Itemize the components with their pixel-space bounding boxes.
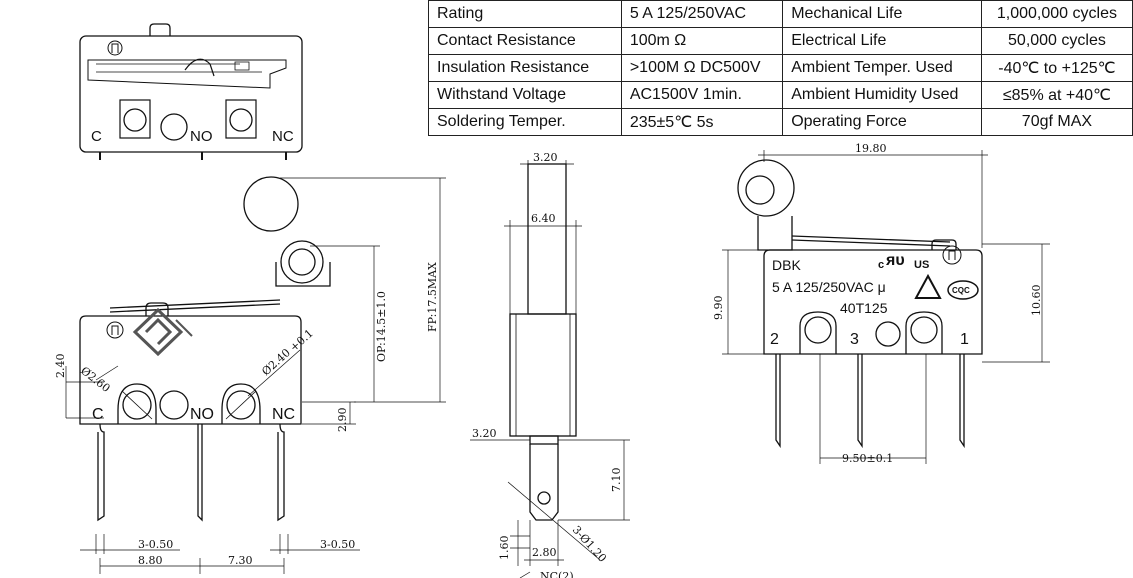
terminal-1-label: 1 — [960, 331, 969, 348]
dim-3-0-50-right: 3-0.50 — [320, 538, 355, 551]
terminal-c-label: C — [92, 406, 104, 423]
front-view: C NO NC 2.40 Ø2.60 Ø2.40 +0.1 2.90 OP:14… — [54, 176, 446, 574]
spec-cell-v2: 50,000 cycles — [980, 27, 1133, 55]
dim-3-20-top: 3.20 — [533, 151, 558, 164]
spec-cell-v2: ≤85% at +40℃ — [980, 81, 1133, 109]
spec-cell-v2: 1,000,000 cycles — [980, 0, 1133, 28]
dim-7-10: 7.10 — [610, 468, 623, 493]
terminal-2-label: 2 — [770, 331, 779, 348]
dim-dia-1-20: 3-Ø1.20 — [570, 523, 609, 565]
spec-cell-v2: 70gf MAX — [980, 108, 1133, 136]
cqc-label: CQC — [952, 286, 970, 295]
top-terminal-nc-label: NC — [272, 128, 294, 145]
cqc-mark-icon — [947, 280, 979, 300]
top-terminal-c-label: C — [91, 128, 102, 145]
ul-us-label: US — [914, 259, 929, 271]
terminal-no-label: NO — [190, 406, 214, 423]
code-label: 40T125 — [840, 300, 888, 316]
dim-19-80: 19.80 — [855, 142, 887, 155]
dim-3-20-bottom: 3.20 — [472, 427, 497, 440]
dim-2-40: 2.40 — [54, 354, 67, 379]
dim-2-90: 2.90 — [336, 408, 349, 433]
dim-dia-2-60: Ø2.60 — [78, 364, 112, 395]
spec-cell-k1: Soldering Temper. — [428, 108, 622, 136]
spec-cell-k2: Electrical Life — [782, 27, 982, 55]
spec-cell-k1: Withstand Voltage — [428, 81, 622, 109]
spec-cell-v1: 100m Ω — [620, 27, 784, 55]
terminal-3-label: 3 — [850, 331, 859, 348]
warning-triangle-icon — [914, 273, 942, 299]
dim-9-90: 9.90 — [712, 296, 725, 321]
dim-3-0-50-left: 3-0.50 — [138, 538, 173, 551]
spec-cell-k2: Ambient Humidity Used — [782, 81, 982, 109]
brand-logo — [132, 307, 193, 357]
roller-op-position — [243, 176, 299, 232]
spec-cell-k1: Insulation Resistance — [428, 54, 622, 82]
dim-9-50: 9.50±0.1 — [842, 452, 893, 465]
ul-c-label: c — [878, 259, 884, 271]
spec-cell-k2: Ambient Temper. Used — [782, 54, 982, 82]
polarity-icon-right — [942, 245, 962, 265]
terminal-nc-label: NC — [272, 406, 295, 423]
spec-cell-v1: 5 A 125/250VAC — [620, 0, 784, 28]
dim-6-40: 6.40 — [531, 212, 556, 225]
rating-label: 5 A 125/250VAC μ — [772, 279, 886, 295]
spec-cell-v1: AC1500V 1min. — [620, 81, 784, 109]
spec-cell-v1: >100M Ω DC500V — [620, 54, 784, 82]
dim-dia-2-40: Ø2.40 — [259, 346, 293, 378]
dim-7-30: 7.30 — [228, 554, 253, 567]
brand-label: DBK — [772, 257, 801, 273]
top-terminal-no-label: NO — [190, 128, 213, 145]
spec-cell-k1: Rating — [428, 0, 622, 28]
dim-1-60: 1.60 — [498, 536, 511, 561]
spec-cell-v2: -40℃ to +125℃ — [980, 54, 1133, 82]
dim-fp: FP:17.5MAX — [426, 262, 439, 332]
dim-10-60: 10.60 — [1030, 285, 1043, 317]
right-view: DBK 5 A 125/250VAC μ 40T125 c ᴙᴜ US CQC … — [712, 142, 1050, 465]
side-view: 3.20 6.40 3.20 7.10 1.60 2.80 3-Ø1.20 NC… — [470, 151, 630, 578]
spec-cell-v1: 235±5℃ 5s — [620, 108, 784, 136]
dim-2-80: 2.80 — [532, 546, 557, 559]
dim-8-80: 8.80 — [138, 554, 163, 567]
spec-cell-k2: Operating Force — [782, 108, 982, 136]
polarity-icon — [107, 40, 123, 56]
top-view — [79, 23, 303, 160]
ul-mark-icon: ᴙᴜ — [885, 252, 905, 269]
dim-op: OP:14.5±1.0 — [375, 291, 388, 362]
roller — [280, 240, 324, 284]
dim-nc2: NC(2) — [540, 570, 574, 578]
